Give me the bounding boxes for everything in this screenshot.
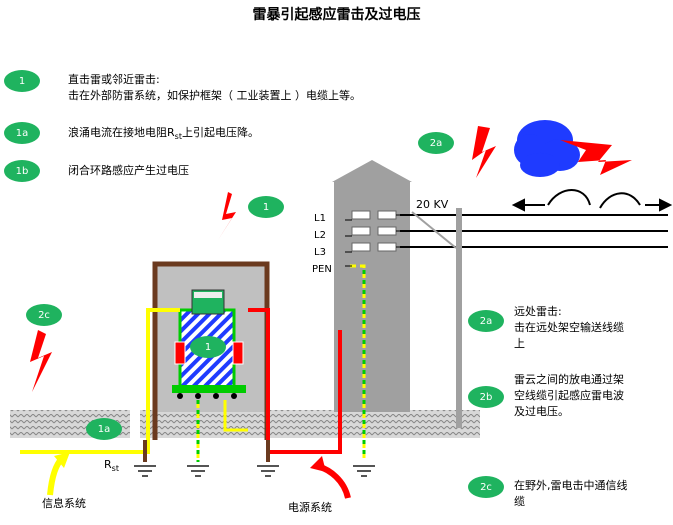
badge-2b: 2b [468, 386, 504, 408]
info-cable [20, 308, 180, 454]
legend-2b-line2: 空线缆引起感应雷电波 [514, 389, 624, 402]
badge-2a-top: 2a [418, 132, 454, 154]
power-cable [248, 308, 342, 454]
legend-2a-line2: 击在远处架空输送线缆 [514, 321, 624, 334]
spd-right-icon [232, 341, 244, 365]
ground-strip-right [280, 410, 480, 438]
legend-1-line1: 直击雷或邻近雷击: [68, 73, 160, 86]
legend-1a: 浪涌电流在接地电阻Rst上引起电压降。 [68, 126, 259, 142]
label-l3: L3 [314, 247, 326, 258]
building-roof [332, 160, 412, 182]
power-pole [456, 208, 462, 428]
info-arrow-icon [47, 456, 65, 496]
label-l2: L2 [314, 230, 326, 241]
legend-2a-line1: 远处雷击: [514, 305, 562, 318]
badge-1: 1 [4, 70, 40, 92]
label-info-system: 信息系统 [42, 497, 86, 510]
legend-2a-line3: 上 [514, 337, 525, 350]
badge-1-equipment: 1 [190, 336, 226, 358]
lightning-direct-icon [218, 192, 236, 240]
legend-2c-line1: 在野外,雷电击中通信线 [514, 479, 628, 492]
badge-1a: 1a [4, 122, 40, 144]
insulators [351, 210, 397, 252]
transformer-building [334, 182, 410, 412]
legend-1b: 闭合环路感应产生过电压 [68, 164, 189, 177]
badge-1-diagram: 1 [248, 196, 284, 218]
badge-2c: 2c [468, 476, 504, 498]
ground-strip-middle [140, 410, 280, 438]
equipotential-bar [172, 385, 246, 393]
badge-2a: 2a [468, 310, 504, 332]
label-power-system: 电源系统 [288, 501, 332, 514]
voltage-label: 20 KV [416, 198, 449, 211]
legend-1-line2: 击在外部防雷系统，如保护框架（ 工业装置上 ）电缆上等。 [68, 89, 361, 102]
spd-left-icon [174, 341, 186, 365]
pen-conductor [350, 264, 366, 460]
legend-2c-line2: 缆 [514, 495, 525, 508]
label-pen: PEN [312, 264, 332, 275]
earth-icons [134, 465, 375, 477]
legend-2b-line3: 及过电压。 [514, 405, 569, 418]
page-title: 雷暴引起感应雷击及过电压 [252, 7, 421, 23]
lightning-2a-icon [472, 126, 496, 178]
surge-wave-icon [511, 189, 673, 212]
badge-2c-diagram: 2c [26, 304, 62, 326]
badge-1a-diagram: 1a [86, 418, 122, 440]
bond-points [177, 393, 237, 399]
cloud-icon [514, 120, 580, 177]
lightning-cloud-icon [560, 140, 632, 175]
label-rst: Rst [104, 458, 119, 474]
legend-2b-line1: 雷云之间的放电通过架 [514, 373, 624, 386]
badge-1b: 1b [4, 160, 40, 182]
label-l1: L1 [314, 213, 326, 224]
lightning-2c-icon [30, 330, 52, 392]
